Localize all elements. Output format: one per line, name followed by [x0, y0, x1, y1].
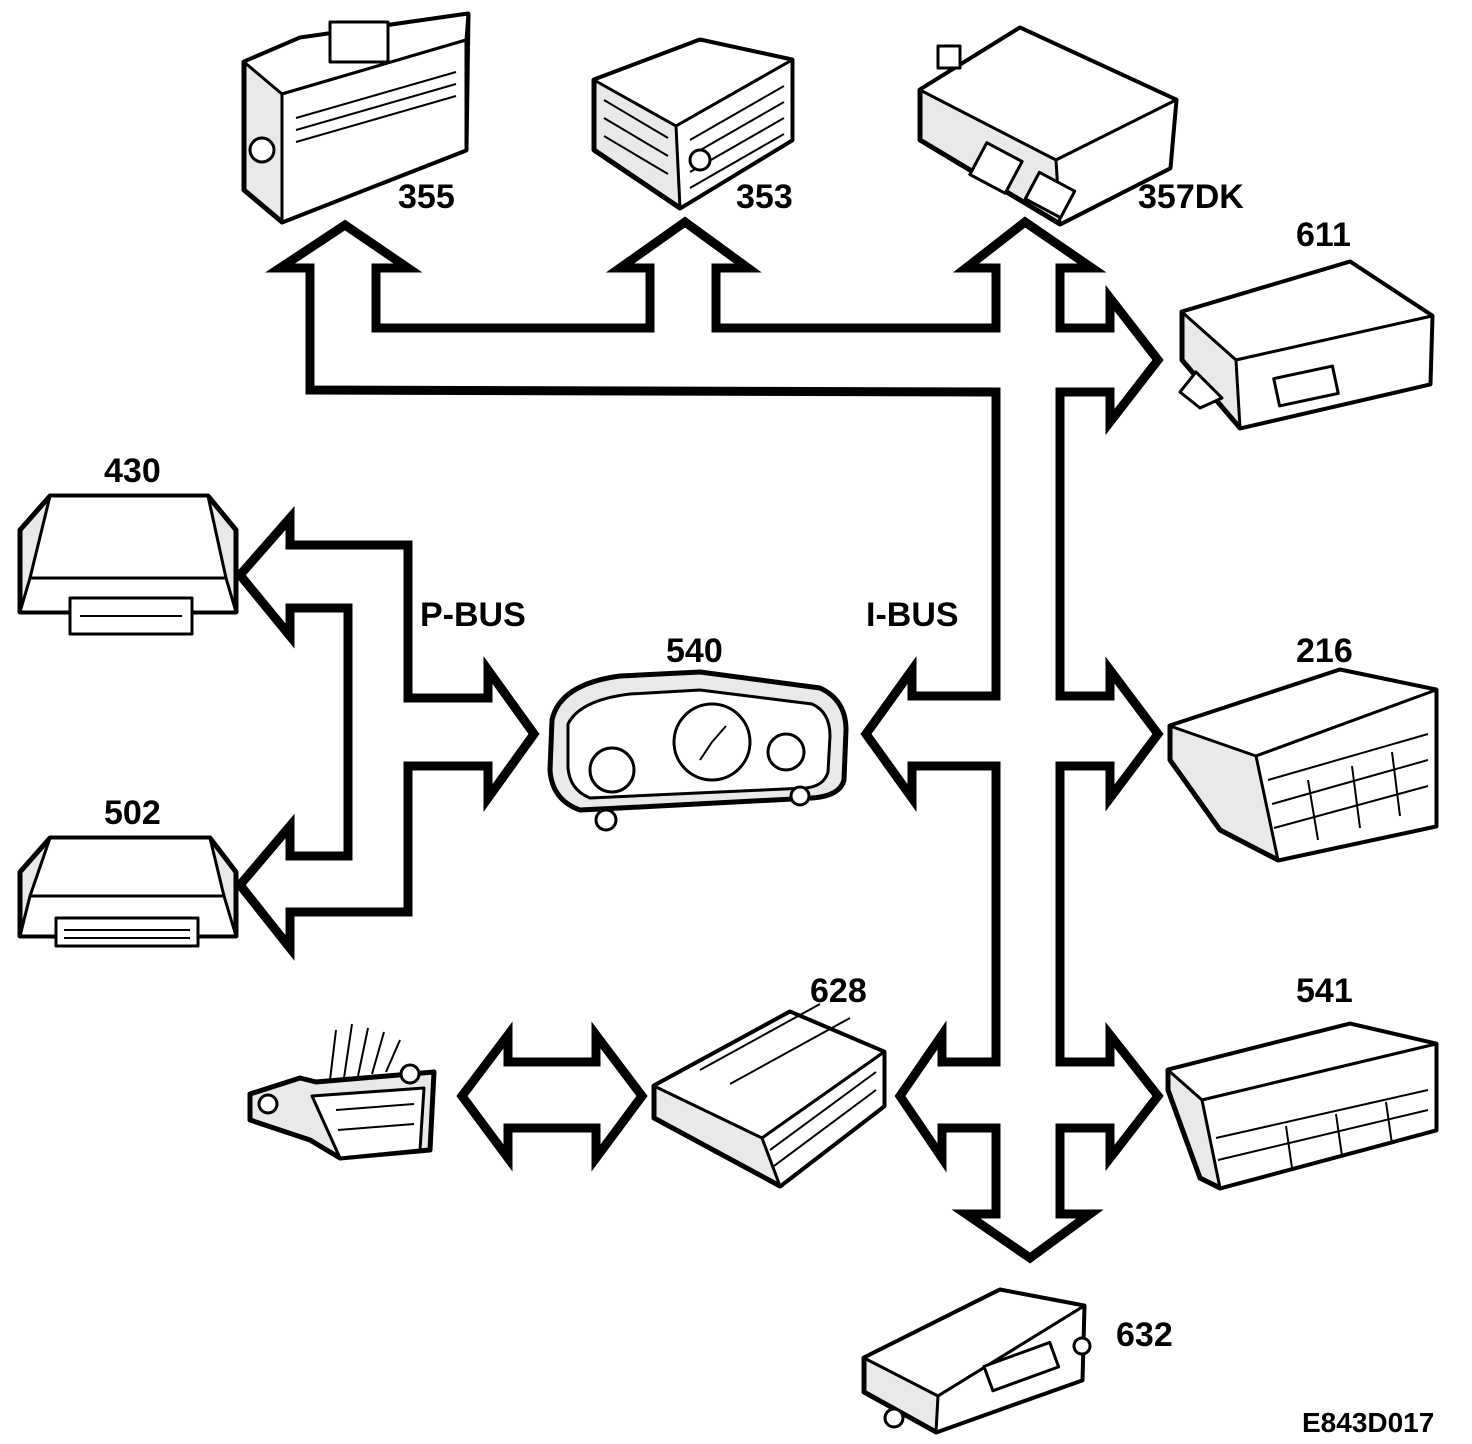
- module-216-label: 216: [1296, 632, 1353, 670]
- module-541: [1165, 1021, 1439, 1191]
- module-632: [861, 1287, 1092, 1435]
- module-502: [17, 835, 239, 948]
- module-353-label: 353: [736, 178, 793, 216]
- module-355: [241, 11, 471, 225]
- p-bus-arrow-outline: [234, 506, 540, 961]
- module-353: [591, 37, 795, 211]
- module-628: [651, 1003, 887, 1189]
- i-bus-arrow-outline: [265, 216, 1164, 1264]
- p-bus-network: [234, 506, 540, 961]
- module-430-label: 430: [104, 452, 161, 490]
- module-502-label: 502: [104, 794, 161, 832]
- module-357dk: [917, 25, 1179, 227]
- module-357dk-label: 357DK: [1138, 178, 1244, 216]
- module-355-label: 355: [398, 178, 455, 216]
- i-bus-label: I-BUS: [866, 596, 959, 634]
- diagnostic-double-arrow: [456, 1021, 648, 1172]
- module-540-instrument-cluster: [547, 669, 849, 832]
- module-628-label: 628: [810, 972, 867, 1010]
- figure-code: E843D017: [1302, 1407, 1434, 1438]
- i-bus-network: [265, 216, 1164, 1264]
- module-216: [1167, 667, 1439, 863]
- module-611-label: 611: [1296, 216, 1351, 254]
- module-632-label: 632: [1116, 1316, 1173, 1354]
- diagnostic-connector: [247, 1023, 437, 1161]
- module-541-label: 541: [1296, 972, 1353, 1010]
- p-bus-label: P-BUS: [420, 596, 526, 634]
- module-540-label: 540: [666, 632, 723, 670]
- diagnostic-link-arrow: [456, 1021, 648, 1172]
- module-430: [17, 493, 239, 636]
- module-611: [1178, 259, 1435, 431]
